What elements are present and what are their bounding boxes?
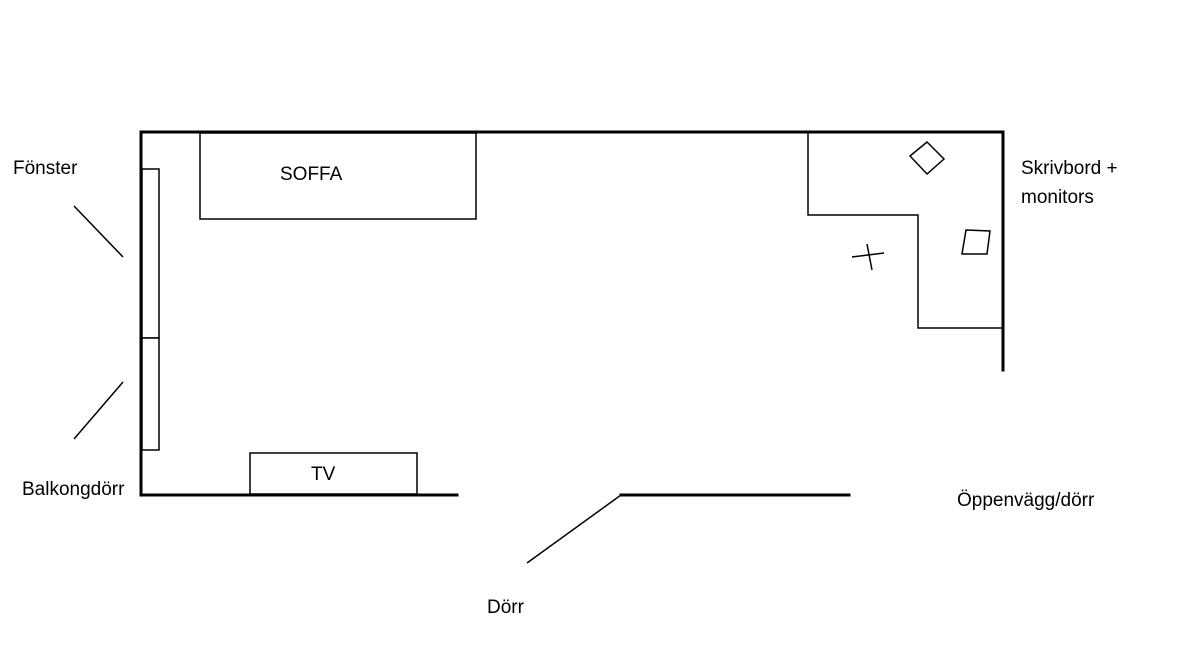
sofa-shape — [199, 132, 477, 220]
balcony-door-pointer-line — [73, 381, 124, 440]
tv-label: TV — [311, 464, 336, 485]
window-label: Fönster — [13, 158, 78, 179]
door-label: Dörr — [487, 597, 525, 618]
chair-marker-icon — [851, 243, 885, 271]
window-panels — [141, 168, 160, 451]
desk-outline — [807, 133, 1003, 329]
balcony-door-panel — [141, 337, 160, 451]
monitor-1 — [908, 140, 946, 176]
desk-label-line-2: monitors — [1021, 187, 1094, 208]
window-panel — [141, 168, 160, 339]
sofa — [199, 132, 477, 220]
chair-marker-stroke-1 — [851, 252, 885, 258]
desk-label-line-1: Skrivbord + — [1021, 158, 1118, 179]
door-swing-line — [526, 494, 622, 564]
sofa-label: SOFFA — [280, 164, 343, 185]
window-pointer-line — [73, 205, 124, 258]
open-wall-label: Öppenvägg/dörr — [957, 490, 1095, 511]
chair-marker-stroke-2 — [866, 243, 873, 271]
desk — [807, 133, 1003, 329]
balcony-door-label: Balkongdörr — [22, 479, 125, 500]
room-walls — [139, 130, 1005, 497]
tv-shape — [249, 452, 418, 495]
tv — [249, 452, 418, 495]
monitor-2 — [961, 229, 991, 255]
